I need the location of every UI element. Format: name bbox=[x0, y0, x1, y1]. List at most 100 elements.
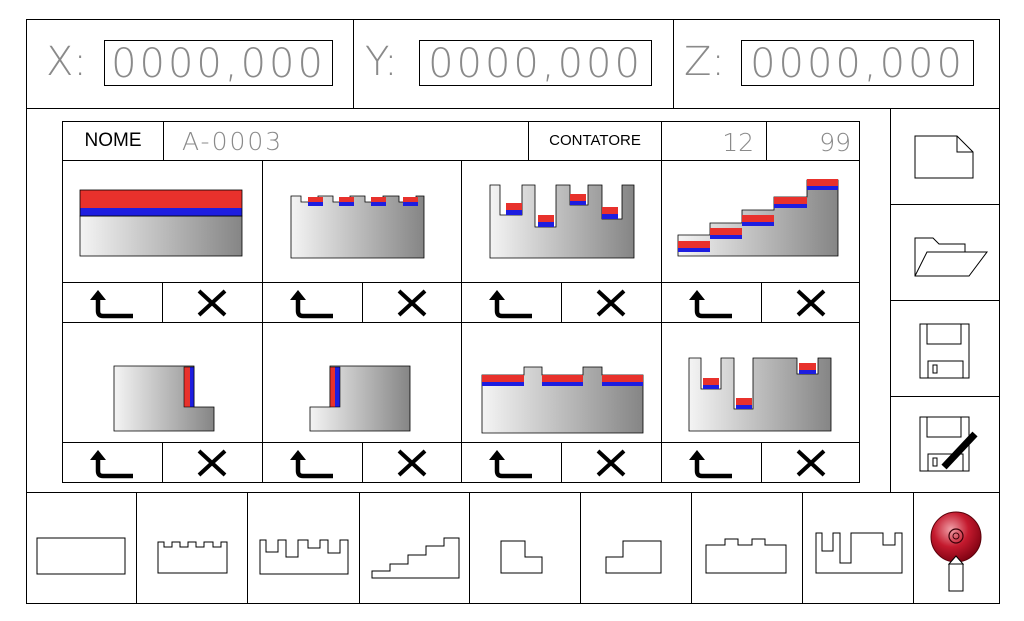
divider bbox=[580, 492, 581, 604]
program-cell-6[interactable] bbox=[263, 323, 461, 442]
open-folder-icon bbox=[914, 237, 988, 277]
close-icon bbox=[796, 449, 826, 477]
return-arrow-icon bbox=[90, 450, 133, 479]
return-arrow-icon bbox=[90, 290, 133, 319]
divider bbox=[890, 204, 1000, 205]
shape-select-button-6[interactable] bbox=[581, 493, 691, 604]
teeth-deep-outline-icon bbox=[259, 539, 349, 575]
program-cell-8[interactable] bbox=[662, 323, 860, 442]
emergency-stop-button[interactable] bbox=[913, 493, 1000, 604]
divider bbox=[26, 108, 1000, 109]
save-as-button[interactable] bbox=[891, 397, 1000, 492]
shape-select-button-3[interactable] bbox=[248, 493, 359, 604]
close-icon bbox=[397, 289, 427, 317]
delete-button-6[interactable] bbox=[363, 443, 461, 482]
divider bbox=[362, 442, 363, 483]
program-cell-2[interactable] bbox=[263, 161, 461, 282]
recall-button-4[interactable] bbox=[662, 283, 761, 322]
counter-label: CONTATORE bbox=[549, 132, 641, 149]
close-icon bbox=[796, 289, 826, 317]
close-icon bbox=[596, 289, 626, 317]
step-left-icon bbox=[309, 365, 411, 432]
divider bbox=[353, 19, 354, 108]
delete-button-5[interactable] bbox=[163, 443, 261, 482]
shape-select-button-7[interactable] bbox=[692, 493, 802, 604]
step-right-icon bbox=[113, 365, 215, 432]
counter-max[interactable]: 99 bbox=[819, 128, 851, 157]
divider bbox=[890, 300, 1000, 301]
shape-select-button-2[interactable] bbox=[137, 493, 247, 604]
close-icon bbox=[197, 289, 227, 317]
stairs-icon bbox=[677, 179, 839, 257]
main-frame bbox=[26, 19, 1000, 604]
divider bbox=[162, 442, 163, 483]
axis-z-value: 0000,000 bbox=[750, 41, 965, 87]
divider bbox=[528, 121, 529, 161]
open-folder-button[interactable] bbox=[891, 205, 1000, 300]
program-cell-1[interactable] bbox=[63, 161, 262, 282]
axis-y-label: Y: bbox=[365, 39, 398, 85]
delete-button-4[interactable] bbox=[762, 283, 860, 322]
flat-layers-icon bbox=[79, 189, 243, 257]
program-cell-5[interactable] bbox=[63, 323, 262, 442]
program-cell-7[interactable] bbox=[462, 323, 661, 442]
return-arrow-icon bbox=[489, 290, 532, 319]
divider bbox=[802, 492, 803, 604]
divider bbox=[26, 492, 1000, 493]
divider bbox=[561, 442, 562, 483]
delete-button-7[interactable] bbox=[562, 443, 660, 482]
close-icon bbox=[596, 449, 626, 477]
divider bbox=[162, 282, 163, 323]
recall-button-2[interactable] bbox=[263, 283, 362, 322]
shape-select-button-1[interactable] bbox=[27, 493, 136, 604]
divider bbox=[247, 492, 248, 604]
teeth-deep-icon bbox=[489, 184, 635, 259]
divider bbox=[766, 121, 767, 161]
divider bbox=[262, 160, 263, 482]
recall-button-5[interactable] bbox=[63, 443, 162, 482]
divider bbox=[359, 492, 360, 604]
axis-y-display[interactable]: 0000,000 bbox=[419, 40, 652, 87]
divider bbox=[561, 282, 562, 323]
axis-x-label: X: bbox=[46, 39, 87, 85]
divider bbox=[163, 121, 164, 161]
shape-select-button-8[interactable] bbox=[803, 493, 913, 604]
raised-blocks-icon bbox=[481, 366, 644, 434]
recall-button-6[interactable] bbox=[263, 443, 362, 482]
axis-z-label: Z: bbox=[684, 39, 725, 85]
new-file-icon bbox=[914, 135, 974, 179]
delete-button-8[interactable] bbox=[762, 443, 860, 482]
divider bbox=[661, 121, 662, 161]
program-cell-3[interactable] bbox=[462, 161, 661, 282]
axis-x-display[interactable]: 0000,000 bbox=[104, 40, 333, 87]
program-cell-4[interactable] bbox=[662, 161, 860, 282]
save-button[interactable] bbox=[891, 301, 1000, 396]
divider bbox=[661, 160, 662, 482]
divider bbox=[673, 19, 674, 108]
name-value[interactable]: A-0003 bbox=[182, 127, 284, 156]
counter-value[interactable]: 12 bbox=[722, 128, 754, 157]
recall-button-1[interactable] bbox=[63, 283, 162, 322]
axis-z-display[interactable]: 0000,000 bbox=[741, 40, 974, 87]
delete-button-3[interactable] bbox=[562, 283, 660, 322]
save-as-icon bbox=[919, 416, 978, 472]
recall-button-7[interactable] bbox=[462, 443, 561, 482]
step-left-outline-icon bbox=[605, 540, 662, 574]
step-right-outline-icon bbox=[500, 540, 543, 574]
teeth-shallow-icon bbox=[290, 195, 425, 259]
stairs-outline-icon bbox=[371, 537, 460, 579]
mixed-slots-icon bbox=[688, 357, 832, 432]
divider bbox=[890, 396, 1000, 397]
recall-button-3[interactable] bbox=[462, 283, 561, 322]
recall-button-8[interactable] bbox=[662, 443, 761, 482]
delete-button-2[interactable] bbox=[363, 283, 461, 322]
rect-outline-icon bbox=[36, 537, 126, 575]
return-arrow-icon bbox=[290, 290, 333, 319]
shape-select-button-5[interactable] bbox=[470, 493, 580, 604]
divider bbox=[761, 442, 762, 483]
divider bbox=[691, 492, 692, 604]
return-arrow-icon bbox=[689, 450, 732, 479]
delete-button-1[interactable] bbox=[163, 283, 261, 322]
shape-select-button-4[interactable] bbox=[360, 493, 469, 604]
new-file-button[interactable] bbox=[891, 109, 1000, 204]
